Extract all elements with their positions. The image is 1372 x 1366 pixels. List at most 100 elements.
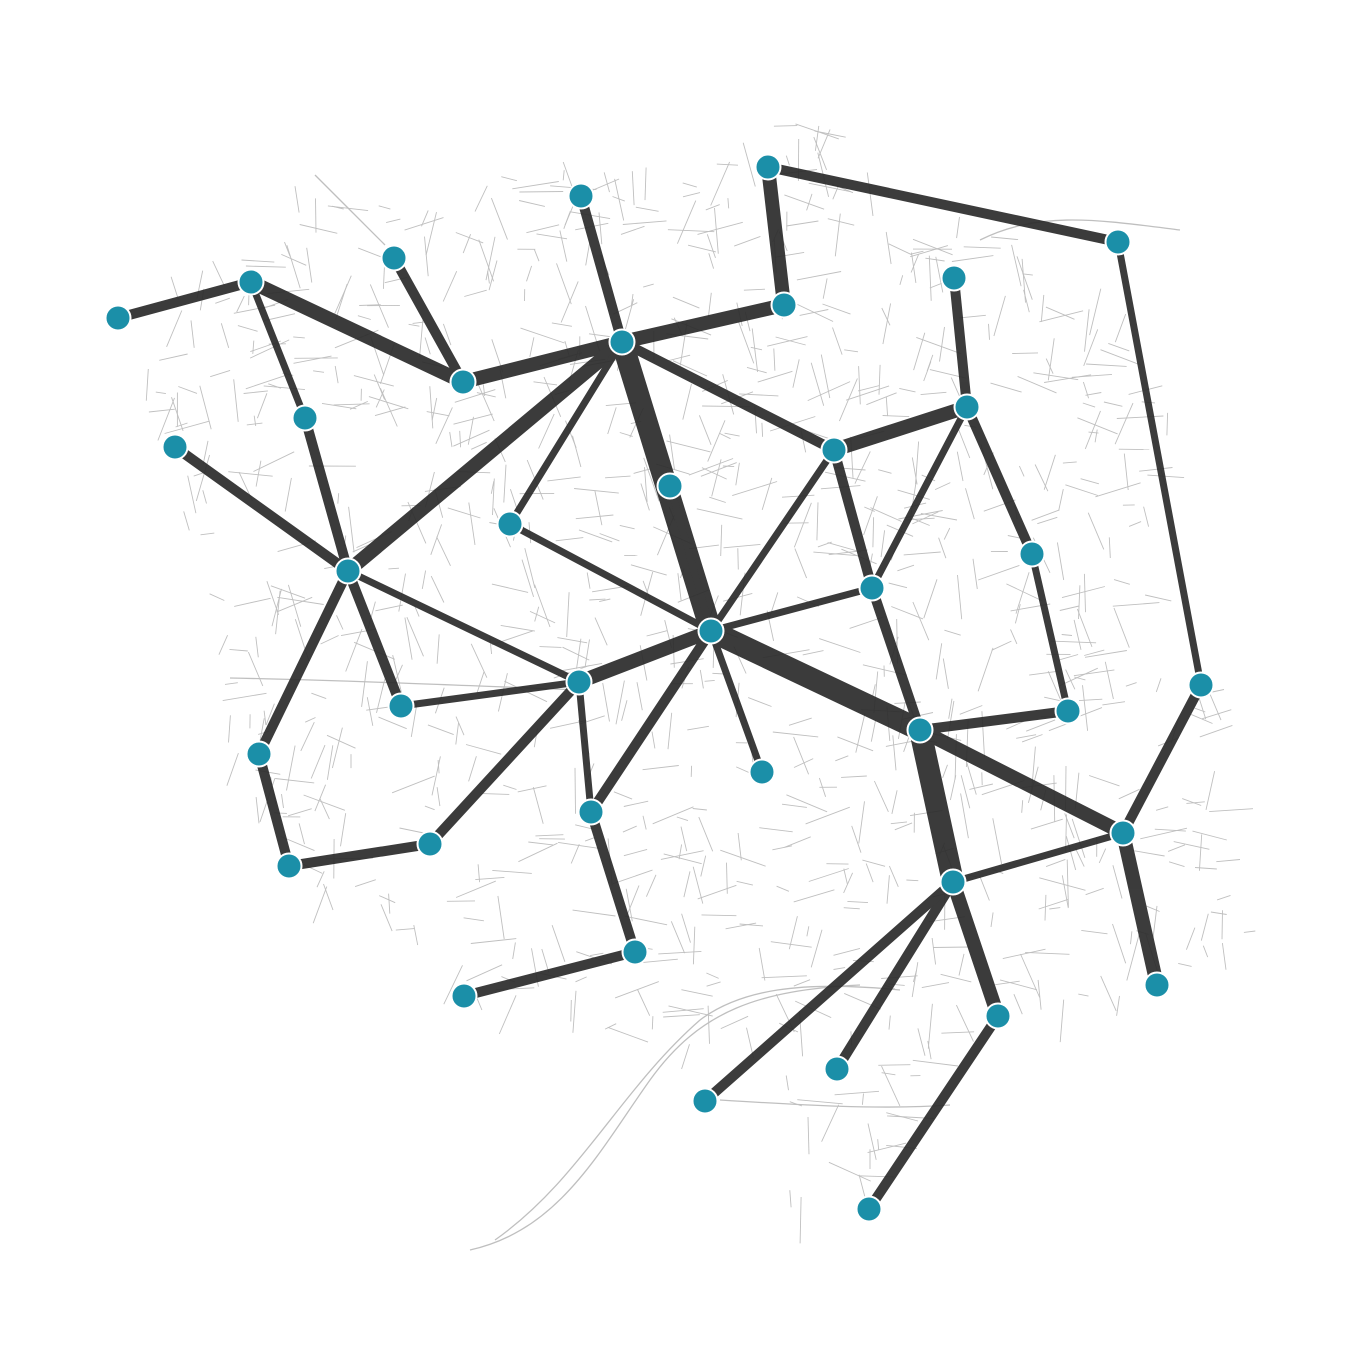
network-node-n27[interactable] xyxy=(748,758,776,786)
street-segment xyxy=(526,265,533,282)
network-node-n29[interactable] xyxy=(1109,819,1137,847)
street-segment xyxy=(707,1005,710,1044)
street-segment xyxy=(1074,676,1086,681)
street-segment xyxy=(492,869,532,874)
street-segment xyxy=(584,837,595,842)
network-node-n39[interactable] xyxy=(855,1195,883,1223)
network-edge-n33-n35 xyxy=(459,947,640,1001)
network-node-n32[interactable] xyxy=(939,868,967,896)
network-node-n19[interactable] xyxy=(858,574,886,602)
street-segment xyxy=(1002,948,1046,960)
street-segment xyxy=(246,422,263,426)
street-segment xyxy=(245,374,286,390)
street-segment xyxy=(1083,573,1086,613)
street-segment xyxy=(864,506,875,512)
network-edge-n7-n13 xyxy=(949,273,972,412)
street-segment xyxy=(449,431,453,448)
street-segment xyxy=(443,965,463,1005)
street-segment xyxy=(990,382,1022,393)
street-segment xyxy=(1103,401,1123,407)
street-segment xyxy=(1026,719,1056,732)
street-segment xyxy=(1205,771,1216,810)
street-segment xyxy=(574,767,576,814)
street-segment xyxy=(1078,585,1081,620)
street-segment xyxy=(1088,775,1120,787)
network-node-n14[interactable] xyxy=(820,436,848,464)
street-segment xyxy=(1047,338,1055,381)
network-node-n13[interactable] xyxy=(953,393,981,421)
street-segment xyxy=(827,218,855,226)
network-node-n34[interactable] xyxy=(1143,971,1171,999)
network-node-n24[interactable] xyxy=(1054,697,1082,725)
street-segment xyxy=(642,815,647,830)
network-node-n8[interactable] xyxy=(770,291,798,319)
network-node-n30[interactable] xyxy=(416,830,444,858)
street-segment xyxy=(833,967,846,970)
street-segment xyxy=(878,364,881,395)
street-segment xyxy=(391,775,435,794)
street-segment xyxy=(706,981,721,987)
street-segment xyxy=(972,558,978,590)
street-segment xyxy=(263,385,306,391)
network-node-n25[interactable] xyxy=(906,716,934,744)
street-segment xyxy=(1116,415,1164,419)
network-node-n4[interactable] xyxy=(567,182,595,210)
street-segment xyxy=(797,1099,843,1105)
network-node-n33[interactable] xyxy=(621,938,649,966)
street-segment xyxy=(613,791,633,800)
street-segment xyxy=(866,392,897,406)
network-node-n9[interactable] xyxy=(608,328,636,356)
street-segment xyxy=(1082,685,1089,731)
network-node-n18[interactable] xyxy=(334,557,362,585)
street-segment xyxy=(955,1004,974,1042)
street-segment xyxy=(935,643,943,680)
network-node-n12[interactable] xyxy=(161,433,189,461)
network-node-n2[interactable] xyxy=(237,268,265,296)
network-node-n7[interactable] xyxy=(940,264,968,292)
network-node-n6[interactable] xyxy=(1104,228,1132,256)
network-node-n20[interactable] xyxy=(697,617,725,645)
street-segment xyxy=(326,734,356,749)
network-node-n28[interactable] xyxy=(577,798,605,826)
network-node-n10[interactable] xyxy=(449,368,477,396)
network-node-n36[interactable] xyxy=(984,1002,1012,1030)
street-segment xyxy=(642,765,679,771)
network-node-n1[interactable] xyxy=(104,304,132,332)
street-segment xyxy=(820,354,831,399)
street-segment xyxy=(281,253,307,266)
street-segment xyxy=(1190,713,1213,724)
street-segment xyxy=(1025,951,1070,955)
network-edge-n23-n22 xyxy=(397,678,583,710)
street-segment xyxy=(709,496,726,503)
network-node-n15[interactable] xyxy=(656,472,684,500)
network-edge-n21-n29 xyxy=(1118,680,1206,838)
network-node-n26[interactable] xyxy=(245,740,273,768)
street-segment xyxy=(547,476,581,482)
network-node-n35[interactable] xyxy=(450,982,478,1010)
street-segment xyxy=(1182,798,1202,806)
network-node-n22[interactable] xyxy=(565,668,593,696)
street-segment xyxy=(960,793,969,839)
network-node-n3[interactable] xyxy=(380,244,408,272)
street-segment xyxy=(793,302,834,322)
network-node-n31[interactable] xyxy=(275,852,303,880)
network-node-n17[interactable] xyxy=(1018,540,1046,568)
network-node-n16[interactable] xyxy=(496,510,524,538)
street-segment xyxy=(808,868,849,882)
street-segment xyxy=(519,191,564,193)
network-node-n11[interactable] xyxy=(291,404,319,432)
street-segment xyxy=(563,212,571,229)
street-segment xyxy=(1089,288,1102,336)
street-segment xyxy=(1145,905,1160,912)
network-node-n5[interactable] xyxy=(754,153,782,181)
network-node-n38[interactable] xyxy=(691,1087,719,1115)
network-node-n23[interactable] xyxy=(387,692,415,720)
street-segment xyxy=(228,715,231,743)
network-node-n37[interactable] xyxy=(823,1055,851,1083)
street-segment xyxy=(697,884,737,900)
street-segment xyxy=(1081,929,1108,935)
street-segment xyxy=(476,997,483,1011)
network-node-n21[interactable] xyxy=(1187,671,1215,699)
